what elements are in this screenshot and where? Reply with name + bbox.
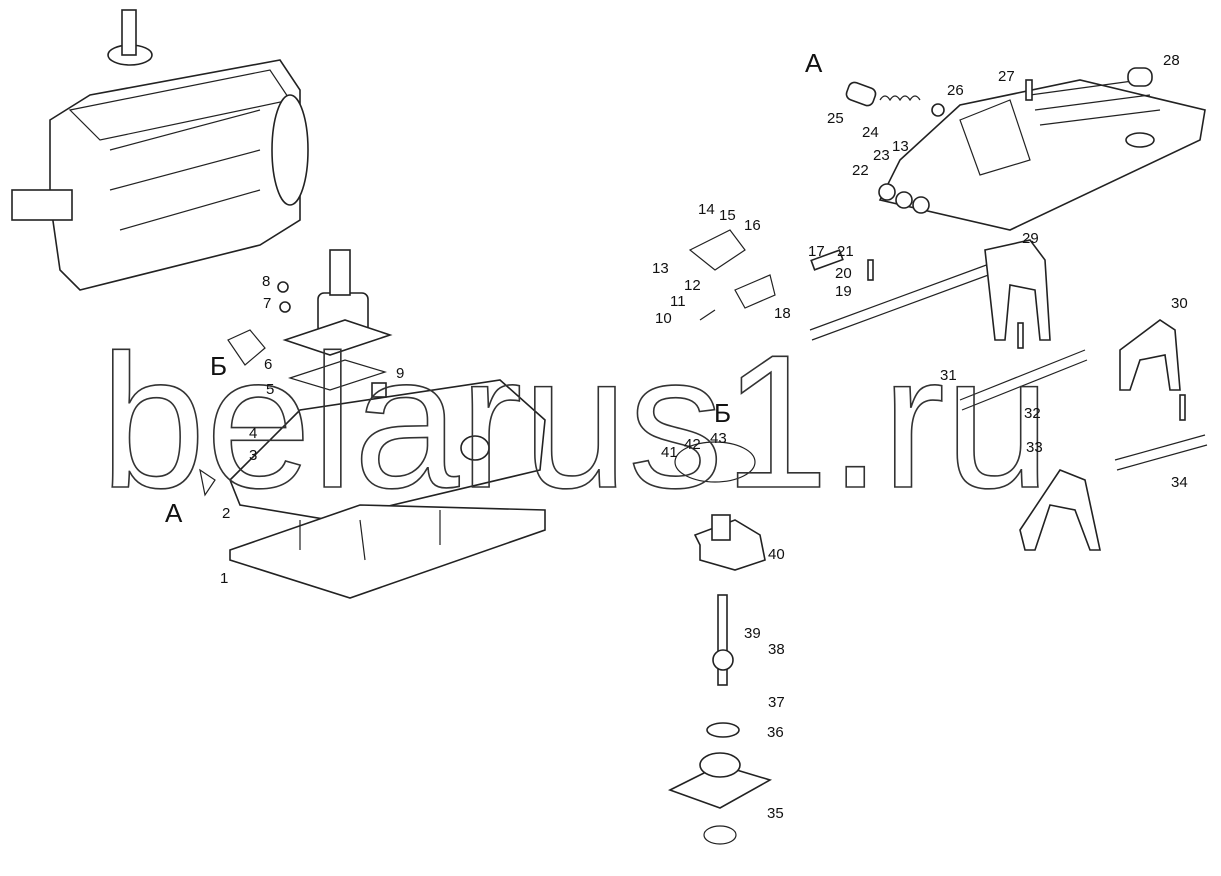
part-label-15: 15 — [719, 207, 736, 224]
gearbox-assembly — [11, 9, 309, 291]
part-label-19: 19 — [835, 283, 852, 300]
part-label-23: 23 — [873, 147, 890, 164]
part-label-7: 7 — [263, 295, 271, 312]
part-label-34: 34 — [1171, 474, 1188, 491]
part-label-29: 29 — [1022, 230, 1039, 247]
top-cover — [845, 67, 1206, 231]
part-label-31: 31 — [940, 367, 957, 384]
part-label-20: 20 — [835, 265, 852, 282]
part-label-22: 22 — [852, 162, 869, 179]
part-label-35: 35 — [767, 805, 784, 822]
part-label-39: 39 — [744, 625, 761, 642]
part-label-32: 32 — [1024, 405, 1041, 422]
part-label-40: 40 — [768, 546, 785, 563]
part-label-30: 30 — [1171, 295, 1188, 312]
watermark: belarus1.ru — [100, 316, 1051, 528]
part-label-21: 21 — [837, 243, 854, 260]
arrow-marker-b: Б — [210, 351, 227, 381]
part-label-28: 28 — [1163, 52, 1180, 69]
shift-mechanism — [667, 249, 844, 845]
part-label-13b: 13 — [892, 138, 909, 155]
part-label-14: 14 — [698, 201, 715, 218]
part-label-6: 6 — [264, 356, 272, 373]
part-label-17: 17 — [808, 243, 825, 260]
main-housing — [199, 249, 546, 599]
part-label-10: 10 — [655, 310, 672, 327]
part-label-43: 43 — [710, 430, 727, 447]
part-label-38: 38 — [768, 641, 785, 658]
part-label-37: 37 — [768, 694, 785, 711]
part-label-1: 1 — [220, 570, 228, 587]
part-label-26: 26 — [947, 82, 964, 99]
part-label-24: 24 — [862, 124, 879, 141]
part-label-4: 4 — [249, 425, 257, 442]
part-label-27: 27 — [998, 68, 1015, 85]
view-marker-b: Б — [714, 398, 731, 428]
part-label-16: 16 — [744, 217, 761, 234]
part-label-11: 11 — [670, 293, 686, 310]
view-marker-a: А — [805, 48, 823, 78]
part-label-9: 9 — [396, 365, 404, 382]
part-label-12: 12 — [684, 277, 701, 294]
part-label-18: 18 — [774, 305, 791, 322]
shift-rods-forks — [688, 229, 1208, 551]
part-label-42: 42 — [684, 436, 701, 453]
part-label-33: 33 — [1026, 439, 1043, 456]
part-label-5: 5 — [266, 381, 274, 398]
part-label-13: 13 — [652, 260, 669, 277]
part-label-36: 36 — [767, 724, 784, 741]
part-label-25: 25 — [827, 110, 844, 127]
arrow-marker-a: А — [165, 498, 183, 528]
part-label-41: 41 — [661, 444, 678, 461]
part-label-3: 3 — [249, 447, 257, 464]
part-label-2: 2 — [222, 505, 230, 522]
part-label-8: 8 — [262, 273, 270, 290]
